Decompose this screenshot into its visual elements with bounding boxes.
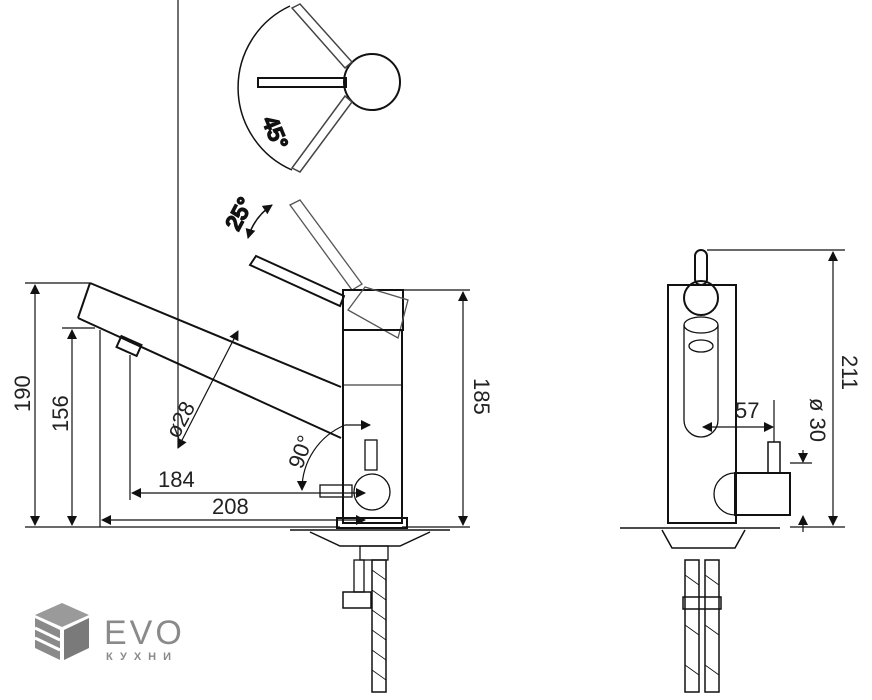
side-dimensions [702, 249, 845, 532]
side-view [620, 249, 791, 693]
dim-90deg: 90° [283, 432, 318, 472]
dim-156: 156 [48, 395, 73, 432]
dim-208: 208 [212, 494, 249, 519]
dim-d28: ø28 [160, 397, 200, 442]
cube-icon [34, 603, 89, 660]
front-dimensions [25, 0, 470, 528]
handle-top-circle [343, 53, 401, 111]
logo-subtitle: КУХНИ [106, 651, 178, 663]
angle-45-label: 45° [257, 113, 293, 153]
spout [77, 282, 342, 439]
lever [248, 254, 346, 308]
logo-name: EVO [104, 614, 185, 652]
dim-d30: ø 30 [805, 398, 830, 442]
dim-57: 57 [735, 398, 759, 423]
dim-185: 185 [469, 378, 494, 415]
top-view: 45° [237, 3, 401, 173]
dim-184: 184 [158, 467, 195, 492]
hose [371, 559, 387, 693]
evo-logo: EVO КУХНИ [34, 603, 185, 663]
lever-center [257, 77, 347, 88]
dim-211: 211 [837, 355, 862, 390]
angle-arc [237, 5, 293, 171]
dim-190: 190 [10, 375, 35, 412]
